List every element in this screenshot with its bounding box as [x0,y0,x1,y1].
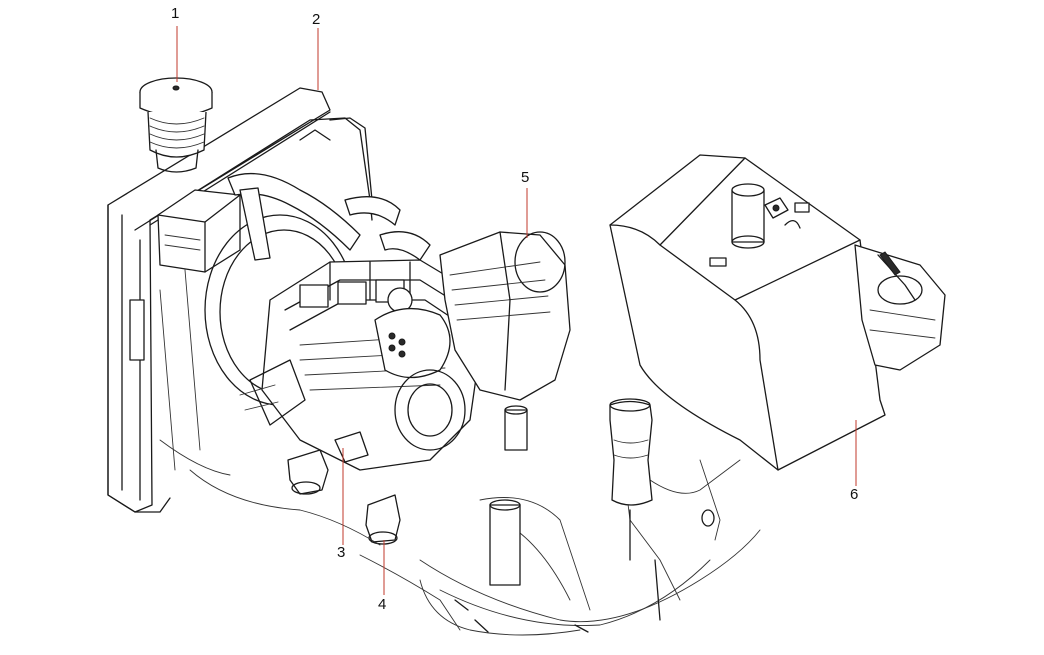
air-filter [139,77,213,173]
callout-2: 2 [312,11,321,28]
callout-4: 4 [378,596,387,613]
fuel-filter [609,398,715,621]
expansion-tank [157,189,241,273]
callout-1: 1 [171,5,180,22]
battery [854,244,946,371]
leader-lines [176,26,857,595]
generator-unit [439,231,571,451]
engine-block [239,259,481,471]
callout-6: 6 [850,486,859,503]
callout-5: 5 [521,169,530,186]
fuel-tank [609,154,886,471]
fuel-lines [159,419,761,636]
radiator-hoses [227,172,431,261]
callout-3: 3 [337,544,346,561]
